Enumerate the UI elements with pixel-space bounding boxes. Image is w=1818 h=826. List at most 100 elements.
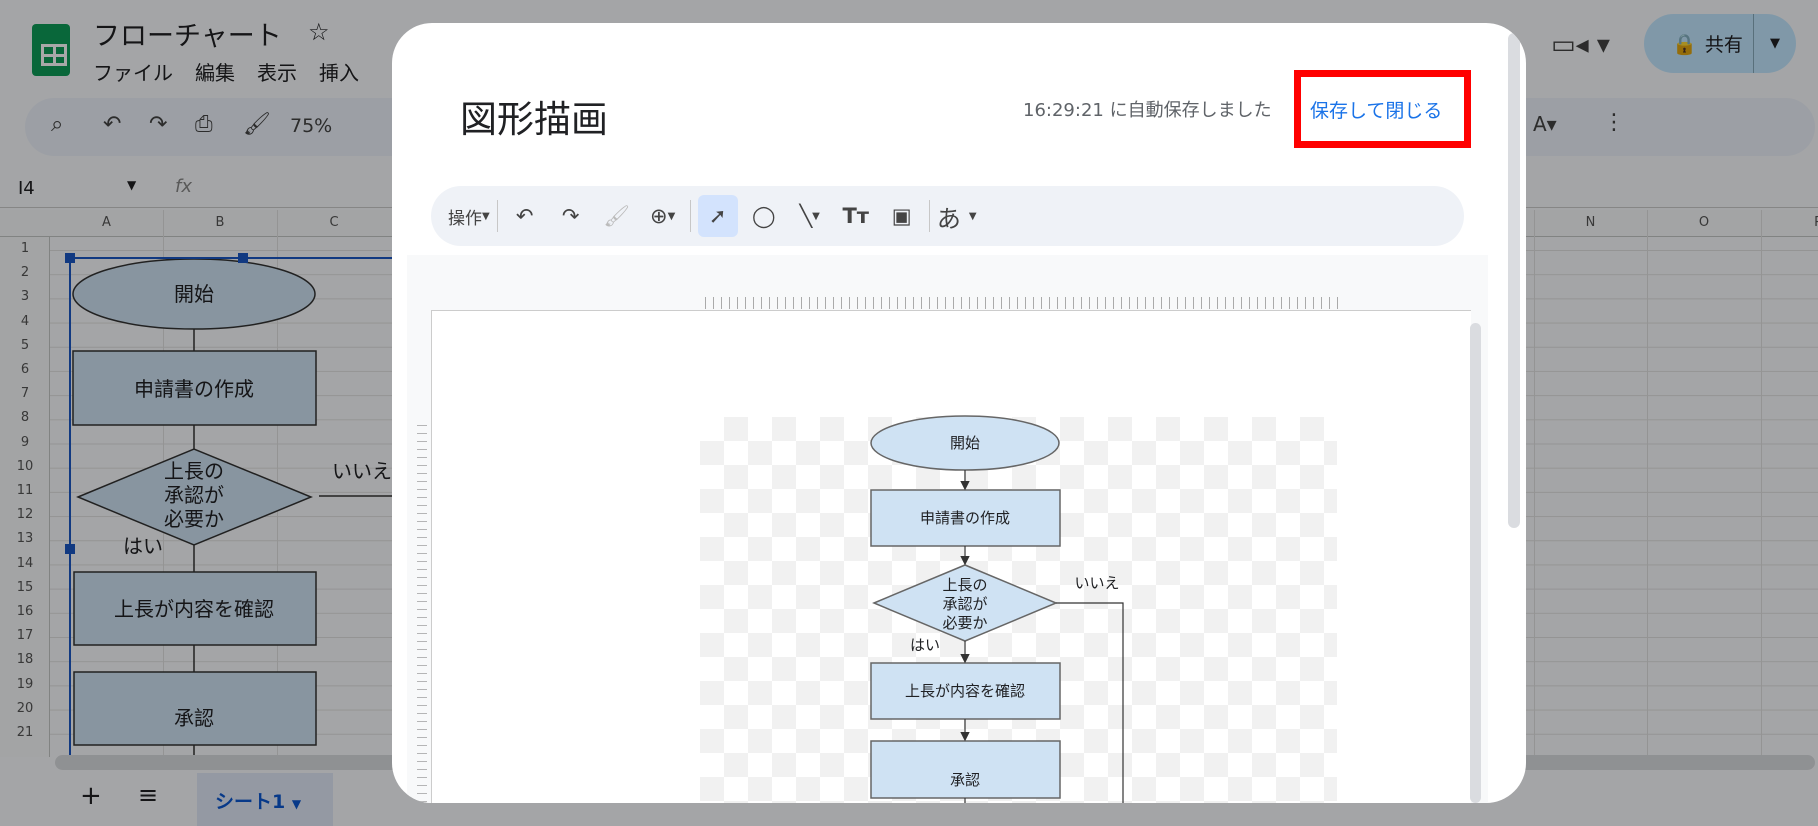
row-number[interactable]: 14 [16,555,34,571]
paint-format-icon[interactable]: 🖌 [243,112,271,137]
menu-bar: ファイル 編集 表示 挿入 [93,57,359,86]
lock-icon: 🔒 [1672,31,1697,56]
canvas-scrollbar[interactable] [1470,323,1481,803]
sheet-tab-dropdown-icon[interactable]: ▼ [291,797,302,811]
meet-camera-icon[interactable]: ▭◂ ▾ [1551,30,1610,60]
row-number[interactable]: 2 [20,265,30,281]
row-number[interactable]: 9 [20,434,30,450]
row-number[interactable]: 19 [16,676,34,692]
row-number[interactable]: 10 [16,458,34,474]
autosave-status: 16:29:21 に自動保存しました [1023,100,1272,121]
more-icon[interactable]: ⋮ [1603,110,1625,135]
text-color-icon[interactable]: A▾ [1533,112,1557,136]
text-box-icon[interactable]: Tт [842,204,869,228]
column-c[interactable]: C [329,215,339,230]
column-n[interactable]: N [1585,215,1596,230]
row-number[interactable]: 1 [20,241,30,256]
label-decision-2: 承認が [942,595,987,613]
row-number[interactable]: 12 [16,507,34,523]
row-number[interactable]: 13 [16,531,34,547]
select-pointer-icon[interactable]: ➚ [697,195,738,237]
column-b[interactable]: B [215,215,225,230]
sheets-logo-icon [32,24,70,76]
row-number[interactable]: 8 [20,410,30,426]
undo-icon[interactable]: ↶ [515,204,534,228]
sheet-shape-approve: 承認 [174,706,214,730]
menu-file[interactable]: ファイル [93,61,173,85]
share-button[interactable]: 🔒 共有 ▼ [1644,14,1796,73]
star-icon[interactable]: ☆ [308,18,330,46]
dialog-flowchart[interactable]: 開始 申請書の作成 上長の 承認が 必要か はい いいえ 上長が内容を確認 承認 [392,23,1526,803]
save-and-close-button[interactable]: 保存して閉じる [1310,100,1443,122]
sheet-shape-create: 申請書の作成 [134,377,254,401]
sheet-label-yes: はい [123,534,163,558]
row-number[interactable]: 11 [16,483,34,498]
shape-icon[interactable]: ◯ [751,204,776,228]
row-number[interactable]: 7 [20,386,30,402]
row-number[interactable]: 20 [16,700,34,716]
label-start: 開始 [950,434,980,452]
column-o[interactable]: O [1698,215,1710,230]
search-icon[interactable]: ⌕ [51,112,64,137]
fx-icon: fx [175,176,192,197]
sheet-shape-start: 開始 [174,282,214,306]
menu-insert[interactable]: 挿入 [319,61,359,85]
shape-approve[interactable] [870,740,1061,799]
shape-review[interactable] [870,662,1061,720]
label-review: 上長が内容を確認 [905,682,1025,700]
sheet-tab-1[interactable]: シート1 ▼ [197,773,333,826]
actions-label: 操作 [448,208,482,229]
row-number[interactable]: 4 [20,313,30,329]
redo-icon[interactable]: ↷ [149,112,168,137]
row-number[interactable]: 17 [16,628,34,644]
column-p[interactable]: P [1761,215,1818,230]
row-number[interactable]: 3 [20,289,30,305]
shape-create[interactable] [870,489,1061,547]
undo-icon[interactable]: ↶ [103,112,122,137]
sheet-tab-label: シート1 [215,791,286,813]
menu-view[interactable]: 表示 [257,61,297,85]
sheet-label-no: いいえ [332,459,392,483]
label-yes: はい [910,636,940,654]
drawing-dialog: 図形描画 16:29:21 に自動保存しました 保存して閉じる 操作▼ ↶ ↷ … [392,23,1526,803]
row-number[interactable]: 18 [16,652,34,668]
sheet-decision-line2: 承認が [164,483,224,507]
line-icon[interactable]: ╲▼ [799,204,820,228]
row-number[interactable]: 16 [16,604,34,619]
row-number[interactable]: 6 [20,362,30,377]
label-create: 申請書の作成 [920,509,1010,527]
sheet-flowchart-drawing[interactable]: 開始 申請書の作成 上長の 承認が 必要か はい いいえ 上長が内容を確認 承認 [0,0,420,760]
share-label: 共有 [1704,34,1743,56]
row-number[interactable]: 15 [16,579,34,595]
dialog-scrollbar[interactable] [1508,33,1520,528]
name-box[interactable]: I4 [18,178,35,199]
image-icon[interactable]: ▣ [891,204,912,228]
print-icon[interactable]: ⎙ [195,112,213,137]
drawing-toolbar: 操作▼ ↶ ↷ 🖌 ⊕▼ ➚ ◯ ╲▼ Tт ▣ あ▼ [431,186,1464,246]
row-number[interactable]: 21 [16,725,34,740]
name-box-dropdown-icon[interactable]: ▼ [127,178,137,192]
row-number[interactable]: 5 [20,337,30,353]
share-dropdown-icon[interactable]: ▼ [1753,14,1780,73]
vertical-ruler [417,425,427,803]
menu-edit[interactable]: 編集 [195,61,235,85]
all-sheets-icon[interactable]: ≡ [138,781,159,809]
label-decision-3: 必要か [942,614,987,632]
column-a[interactable]: A [102,215,111,230]
actions-menu[interactable]: 操作▼ [448,195,490,237]
document-title[interactable]: フローチャート [93,21,282,52]
horizontal-ruler [705,297,1340,309]
zoom-icon[interactable]: ⊕▼ [650,204,676,228]
sheet-shape-review: 上長が内容を確認 [114,597,274,621]
word-art-menu[interactable]: あ▼ [937,195,977,237]
dialog-title: 図形描画 [460,98,608,141]
sheet-decision-line3: 必要か [164,507,224,531]
add-sheet-icon[interactable]: + [80,781,102,811]
zoom-select[interactable]: 75% [290,115,333,137]
paint-format-icon[interactable]: 🖌 [603,203,631,228]
highlight-box [1294,70,1471,148]
label-decision-1: 上長の [942,576,987,594]
sheet-decision-line1: 上長の [164,459,224,483]
redo-icon[interactable]: ↷ [561,204,580,228]
